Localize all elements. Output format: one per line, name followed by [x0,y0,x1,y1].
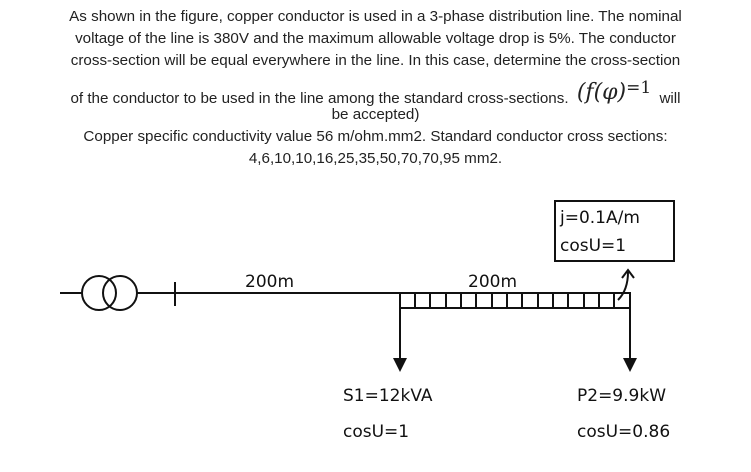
load2-arrow-icon [623,358,637,372]
problem-statement: As shown in the figure, copper conductor… [0,6,751,170]
transformer-secondary-coil [102,275,138,311]
problem-line-7: 4,6,10,10,16,25,35,50,70,70,95 mm2. [248,150,503,167]
distributed-load-section [399,292,631,309]
distributed-load-current: j=0.1A/m [559,208,640,228]
problem-line-4-after: will [659,90,681,107]
load1-power-label: S1=12kVA [343,386,433,406]
formula-f: f [585,80,594,105]
distributed-load-cos: cosU=1 [560,236,626,256]
segment2-length-label: 200m [468,272,517,292]
formula-phi: (φ) [593,80,627,105]
distributed-load-pointer [617,271,629,301]
problem-line-4-before: of the conductor to be used in the line … [70,90,569,107]
problem-line-4: of the conductor to be used in the line … [0,72,751,107]
transformer-primary-coil [81,275,117,311]
segment1-length-label: 200m [245,272,294,292]
formula-equals-one: =1 [626,78,652,98]
load1-cos-label: cosU=1 [343,422,409,442]
problem-line-2: voltage of the line is 380V and the maxi… [75,30,676,47]
load2-power-label: P2=9.9kW [577,386,666,406]
problem-line-6: Copper specific conductivity value 56 m/… [83,128,668,145]
load2-cos-label: cosU=0.86 [577,422,670,442]
problem-line-1: As shown in the figure, copper conductor… [69,8,682,25]
problem-line-5: be accepted) [331,106,420,123]
power-factor-formula: (f(φ)=1 [576,78,652,105]
distributed-load-box [554,200,675,262]
load1-arrow-icon [393,358,407,372]
formula-paren: ( [576,80,586,105]
problem-line-3: cross-section will be equal everywhere i… [70,52,681,69]
